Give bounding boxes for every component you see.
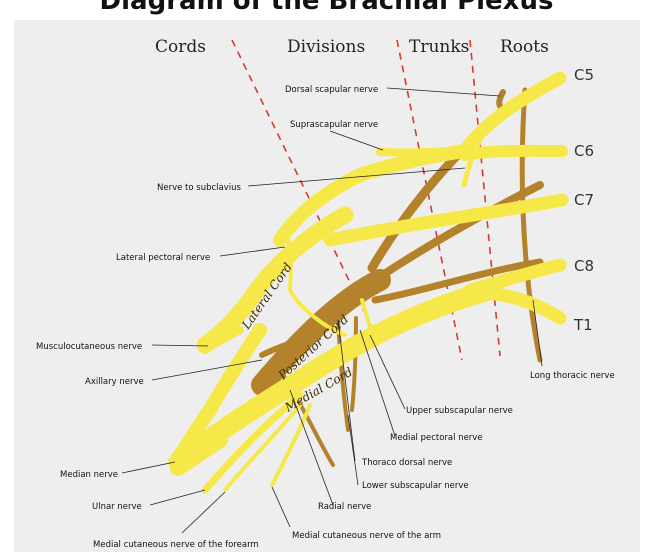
leader-radial [290, 390, 333, 505]
label-lateral-pectoral: Lateral pectoral nerve [116, 253, 210, 263]
label-dorsal-scapular: Dorsal scapular nerve [285, 85, 378, 95]
label-musculocutaneous: Musculocutaneous nerve [36, 342, 142, 352]
label-median: Median nerve [60, 470, 118, 480]
lower-subscapular-branch [352, 318, 356, 410]
leader-axillary [152, 360, 262, 380]
long-thoracic-nerve-branch [522, 90, 540, 360]
leader-median [122, 462, 175, 473]
label-radial: Radial nerve [318, 502, 371, 512]
label-nerve-to-subclavius: Nerve to subclavius [157, 183, 242, 193]
divider-trunks-roots [470, 40, 500, 356]
suprascapular-nerve [380, 150, 468, 152]
leader-med-cut-forearm [182, 492, 225, 533]
header-roots: Roots [500, 37, 549, 57]
root-c6 [465, 151, 562, 155]
leader-med-cut-arm [272, 487, 290, 527]
header-divisions: Divisions [287, 37, 365, 57]
leader-ulnar [150, 490, 205, 505]
label-axillary: Axillary nerve [85, 377, 144, 387]
root-label-c8: C8 [574, 257, 594, 275]
label-thoraco-dorsal: Thoraco dorsal nerve [361, 458, 452, 468]
root-label-t1: T1 [573, 316, 593, 334]
label-long-thoracic: Long thoracic nerve [530, 371, 615, 381]
leader-upper-subscapular [370, 335, 405, 409]
root-label-c6: C6 [574, 142, 594, 160]
label-med-cut-forearm: Medial cutaneous nerve of the forearm [93, 540, 259, 550]
root-label-c5: C5 [574, 66, 594, 84]
label-lower-subscapular: Lower subscapular nerve [362, 481, 469, 491]
leader-lateral-pectoral [220, 247, 285, 256]
leader-lower-subscapular [348, 415, 358, 485]
label-ulnar: Ulnar nerve [92, 502, 142, 512]
label-suprascapular: Suprascapular nerve [290, 120, 378, 130]
leader-dorsal-scapular [387, 88, 500, 96]
label-upper-subscapular: Upper subscapular nerve [406, 406, 513, 416]
leader-suprascapular [330, 131, 383, 150]
label-med-cut-arm: Medial cutaneous nerve of the arm [292, 531, 441, 541]
header-cords: Cords [155, 37, 206, 57]
dorsal-scapular-stub [499, 92, 503, 106]
root-label-c7: C7 [574, 191, 594, 209]
label-medial-pectoral: Medial pectoral nerve [390, 433, 483, 443]
header-trunks: Trunks [409, 37, 469, 57]
